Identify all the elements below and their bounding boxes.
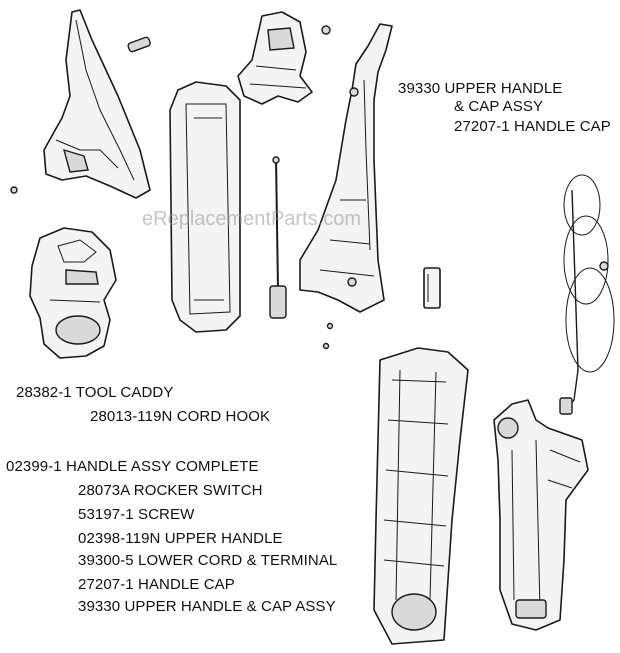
watermark: eReplacementParts.com [142, 208, 361, 230]
callout-upper-handle: 02398-119N UPPER HANDLE [78, 530, 283, 547]
main-body-part [373, 347, 469, 645]
screw-part-2 [326, 322, 334, 330]
lower-cord-terminal-part [269, 156, 287, 319]
handle-cover-panel-part [169, 81, 241, 333]
callout-handle-assy-complete: 02399-1 HANDLE ASSY COMPLETE [6, 458, 259, 475]
tool-caddy-upper-part [43, 9, 151, 199]
screw-part-3 [322, 342, 330, 350]
small-clip-part [127, 36, 151, 53]
callout-handle-cap: 27207-1 HANDLE CAP [78, 576, 235, 593]
screw-part [10, 186, 18, 194]
handle-cap-part [423, 267, 441, 309]
callout-tool-caddy: 28382-1 TOOL CADDY [16, 384, 174, 401]
callout-upper-handle-cap-assy-bottom: 39330 UPPER HANDLE & CAP ASSY [78, 598, 336, 615]
tool-caddy-lower-part [29, 227, 117, 359]
rocker-switch-part [237, 11, 331, 105]
upper-handle-part [299, 23, 393, 313]
callout-cord-hook: 28013-119N CORD HOOK [90, 408, 271, 425]
callout-handle-cap-top: 27207-1 HANDLE CAP [454, 118, 611, 135]
callout-cap-assy-continued: & CAP ASSY [454, 98, 544, 115]
callout-screw: 53197-1 SCREW [78, 506, 195, 523]
handle-assy-complete-part [493, 399, 589, 631]
callout-upper-handle-cap-assy: 39330 UPPER HANDLE [398, 80, 563, 97]
power-cord-coil-part [559, 174, 615, 415]
callout-rocker-switch: 28073A ROCKER SWITCH [78, 482, 263, 499]
callout-lower-cord-terminal: 39300-5 LOWER CORD & TERMINAL [78, 552, 338, 569]
